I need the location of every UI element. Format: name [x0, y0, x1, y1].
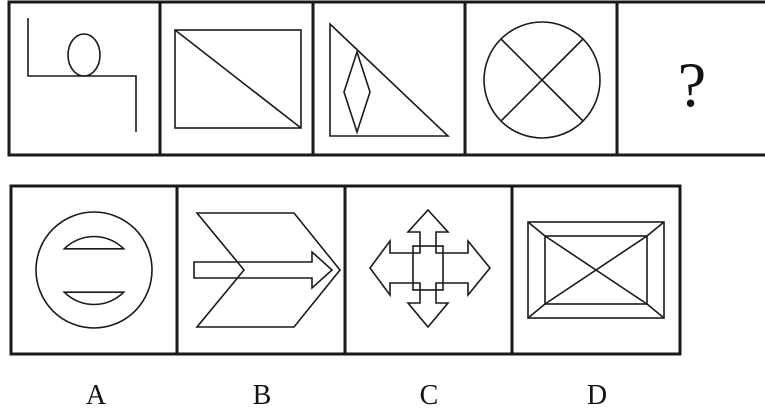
question-figure-4 [483, 21, 601, 139]
question-row-frame [7, 0, 765, 157]
cross-center-square [412, 245, 444, 291]
rectangle-shape [174, 29, 302, 129]
option-a-figure[interactable] [35, 211, 153, 329]
arrow-shaft-shape [193, 250, 334, 290]
corner-line-4 [646, 303, 665, 319]
question-figure-3 [329, 22, 451, 137]
rhombus-shape [343, 49, 371, 135]
diagonal-line [174, 29, 302, 129]
options-row: A B C D [9, 184, 682, 411]
prohibition-upper-half [62, 235, 126, 250]
chevron-shape [195, 212, 342, 328]
circle-shape [483, 21, 601, 139]
ellipse-shape [67, 33, 101, 77]
option-c-label[interactable]: C [420, 380, 439, 411]
option-b-label[interactable]: B [253, 380, 272, 411]
inner-rectangle [544, 235, 648, 305]
question-placeholder: ? [678, 49, 706, 120]
option-b-figure[interactable] [193, 212, 342, 328]
cross-arrow-shape [369, 208, 492, 329]
option-d-figure[interactable] [527, 221, 665, 319]
corner-line-3 [527, 303, 546, 319]
corner-line-1 [527, 221, 546, 237]
x-line-2 [544, 235, 648, 305]
question-figure-2 [174, 29, 302, 129]
outer-rectangle [527, 221, 665, 319]
question-figure-1 [27, 18, 137, 132]
question-row: ? [7, 0, 765, 157]
right-triangle-shape [329, 22, 451, 137]
prohibition-lower-half [62, 291, 126, 306]
option-a-label[interactable]: A [86, 380, 107, 411]
option-c-figure[interactable] [369, 208, 492, 329]
option-d-label[interactable]: D [587, 380, 607, 411]
corner-line-2 [646, 221, 665, 237]
zigzag-line [27, 18, 137, 132]
prohibition-outer-circle [35, 211, 153, 329]
x-line-2 [500, 38, 584, 122]
